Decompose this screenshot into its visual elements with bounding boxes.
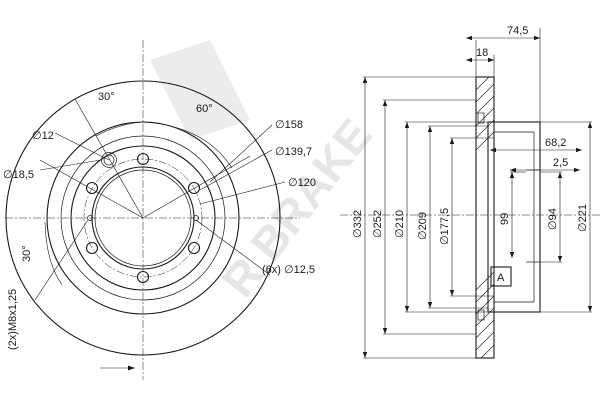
hat-outer-circle — [60, 135, 226, 301]
dimension-arrowhead — [449, 138, 455, 144]
dimension-arrowhead — [509, 252, 515, 258]
angle-line — [39, 159, 144, 219]
angle-arc-30 — [95, 121, 144, 137]
center-bore-chamfer-circle — [94, 169, 192, 267]
leader-120 — [199, 181, 286, 205]
dim-label-210: ∅210 — [394, 210, 406, 238]
leader-158 — [209, 124, 273, 183]
bolt-hole-note: (6x) ∅12,5 — [262, 264, 315, 276]
dimension-arrowhead — [404, 122, 410, 128]
threaded-hole — [87, 215, 93, 221]
bottom-reference-arrow — [128, 365, 135, 371]
dim-label-68-2: 68,2 — [545, 137, 566, 149]
dimension-arrowhead — [427, 126, 433, 132]
dim-label-209: ∅209 — [417, 212, 429, 240]
center-bore-circle — [91, 166, 195, 270]
bolt-hole — [85, 241, 99, 255]
dim-label-99: 99 — [499, 213, 511, 225]
dimension-arrowhead — [490, 147, 496, 153]
bolt-pcd-circle — [83, 158, 203, 278]
threaded-hole-section — [477, 112, 485, 124]
dim-label-252: ∅252 — [372, 210, 384, 238]
hat-circle — [70, 145, 216, 291]
leader-18-5 — [39, 159, 102, 171]
dia-label-12: ∅12 — [32, 130, 54, 142]
angle-arc-30-left — [44, 221, 63, 286]
dim-label-221: ∅221 — [577, 204, 589, 232]
bolt-hole — [187, 181, 201, 195]
bolt-hole — [136, 270, 150, 284]
dimension-arrowhead — [557, 256, 563, 262]
leader-139-7 — [199, 149, 273, 191]
dimension-arrowhead — [449, 290, 455, 296]
dimension-arrowhead — [510, 167, 516, 173]
angle-label-30-left: 30° — [21, 245, 33, 262]
dimension-arrowhead — [427, 302, 433, 308]
dimension-arrowhead — [587, 306, 593, 312]
dim-label-74-5: 74,5 — [507, 25, 528, 37]
dimension-arrowhead — [382, 328, 388, 334]
bolt-hole — [136, 152, 150, 166]
dimension-arrowhead — [362, 352, 368, 358]
section-hatching — [475, 76, 495, 359]
leader-12 — [54, 132, 110, 161]
dimension-arrowhead — [509, 172, 515, 178]
watermark-text: R BRAKE — [212, 109, 382, 306]
threaded-hole — [193, 215, 199, 221]
bolt-hole — [187, 241, 201, 255]
dia-label-158: ∅158 — [275, 119, 303, 131]
side-view: 74,5 18 68,2 2,5 ∅332 ∅252 ∅210 ∅209 ∅17… — [340, 25, 600, 359]
bolt-hole — [85, 181, 99, 195]
dim-label-94: ∅94 — [547, 208, 559, 230]
dimension-arrowhead — [576, 147, 582, 153]
angle-label-30-top: 30° — [98, 91, 115, 103]
dimension-arrowhead — [362, 77, 368, 83]
dimension-arrowhead — [534, 35, 540, 41]
dimension-arrowhead — [382, 100, 388, 106]
dia-label-120: ∅120 — [288, 177, 316, 189]
front-view: 30° 60° 30° ∅12 ∅18,5 ∅158 ∅139,7 ∅120 (… — [3, 40, 316, 380]
dim-label-18: 18 — [476, 47, 488, 59]
dimension-arrowhead — [404, 306, 410, 312]
dimension-arrowhead — [587, 122, 593, 128]
dimension-arrowhead — [488, 57, 494, 63]
angle-line — [74, 98, 144, 219]
threaded-hole-section — [477, 309, 485, 321]
threaded-hole-outer — [101, 152, 117, 168]
angle-line — [142, 155, 251, 219]
disc-outer-circle — [5, 80, 281, 356]
datum-label: A — [497, 272, 505, 284]
hat-body — [487, 121, 541, 313]
dia-label-18-5: ∅18,5 — [3, 169, 34, 181]
friction-ring-section — [475, 76, 495, 359]
dimension-arrowhead — [466, 57, 472, 63]
dia-label-139-7: ∅139,7 — [275, 146, 312, 158]
dim-label-2-5: 2,5 — [553, 157, 568, 169]
leader-bolt-note — [195, 219, 271, 276]
datum-box — [490, 266, 512, 287]
dimension-arrowhead — [557, 172, 563, 178]
dim-label-177-5: ∅177,5 — [439, 208, 451, 245]
angle-arc-60 — [142, 121, 233, 169]
dimension-arrowhead — [466, 35, 472, 41]
dim-label-332: ∅332 — [352, 210, 364, 238]
threaded-hole — [103, 154, 115, 166]
bolt-holes — [85, 152, 201, 284]
dimension-arrowhead — [574, 167, 580, 173]
angle-label-60: 60° — [196, 103, 213, 115]
thread-note: (2x)M8x1,25 — [7, 289, 19, 350]
leader-thread-note — [34, 219, 89, 301]
